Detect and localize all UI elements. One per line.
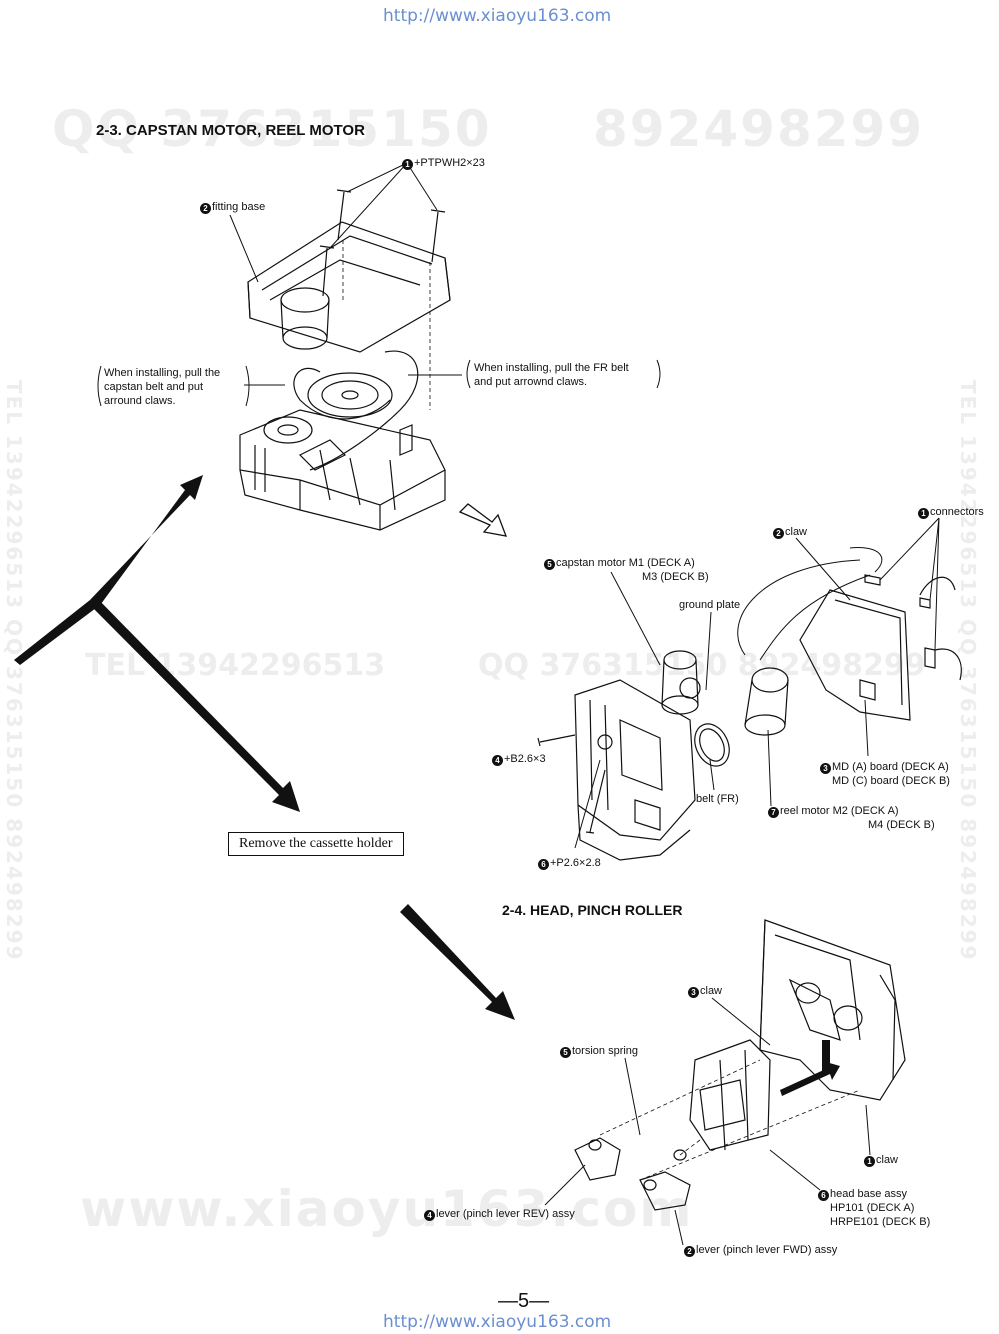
callout-number: 7 xyxy=(768,807,779,818)
watermark-tel-mid: TEL 13942296513 xyxy=(85,648,386,683)
callout-number: 3 xyxy=(688,987,699,998)
header-url[interactable]: http://www.xiaoyu163.com xyxy=(383,6,612,26)
remove-cassette-holder-box: Remove the cassette holder xyxy=(228,832,404,856)
callout-text: torsion spring xyxy=(572,1045,639,1057)
callout-number: 5 xyxy=(560,1047,571,1058)
callout-b26-screw: 4+B2.6×3 xyxy=(492,752,546,766)
note-line: capstan belt and put xyxy=(104,381,204,393)
note-line: arround claws. xyxy=(104,395,176,407)
thick-arrows xyxy=(14,475,840,1096)
mechanism-top-drawing xyxy=(97,162,661,531)
callout-text: +PTPWH2×23 xyxy=(414,157,485,169)
callout-p26-screw: 6+P2.6×2.8 xyxy=(538,856,601,870)
callout-text-3: HRPE101 (DECK B) xyxy=(830,1216,931,1228)
callout-text: lever (pinch lever FWD) assy xyxy=(696,1244,838,1256)
note-line: and put arrownd claws. xyxy=(474,376,588,388)
callout-text: claw xyxy=(876,1154,899,1166)
label-ground-plate: ground plate xyxy=(679,599,741,611)
callout-number: 1 xyxy=(864,1156,875,1167)
callout-text: claw xyxy=(700,985,723,997)
footer-url[interactable]: http://www.xiaoyu163.com xyxy=(383,1312,612,1332)
note-capstan-belt: When installing, pull the capstan belt a… xyxy=(104,366,220,408)
callout-number: 1 xyxy=(402,159,413,170)
callout-ptpwh-screw: 1+PTPWH2×23 xyxy=(402,156,485,170)
callout-text: head base assy xyxy=(830,1188,908,1200)
watermark-qq-left: QQ 376315150 xyxy=(52,100,492,158)
callout-number: 2 xyxy=(684,1246,695,1257)
callout-text: capstan motor M1 (DECK A) xyxy=(556,557,695,569)
callout-number: 5 xyxy=(544,559,555,570)
callout-number: 2 xyxy=(773,528,784,539)
callout-number: 6 xyxy=(818,1190,829,1201)
hollow-arrow xyxy=(458,503,508,537)
watermark-vertical-left: TEL 13942296513 QQ 376315150 892498299 xyxy=(2,380,26,962)
callout-text-2: MD (C) board (DECK B) xyxy=(832,775,950,787)
note-fr-belt: When installing, pull the FR belt and pu… xyxy=(474,361,629,389)
head-pinch-drawing xyxy=(544,919,906,1246)
callout-text-2: HP101 (DECK A) xyxy=(830,1202,915,1214)
note-line: When installing, pull the FR belt xyxy=(474,362,629,374)
callout-text-2: M3 (DECK B) xyxy=(642,571,709,583)
callout-text: reel motor M2 (DECK A) xyxy=(780,805,899,817)
label-belt-fr: belt (FR) xyxy=(696,793,739,805)
callout-text: MD (A) board (DECK A) xyxy=(832,761,949,773)
section-24-title: 2-4. HEAD, PINCH ROLLER xyxy=(502,902,683,918)
callout-text: fitting base xyxy=(212,201,266,213)
callout-number: 1 xyxy=(918,508,929,519)
watermark-vertical-right: TEL 13942296513 QQ 376315150 892498299 xyxy=(956,380,980,962)
callout-text: lever (pinch lever REV) assy xyxy=(436,1208,575,1220)
page-number: —5— xyxy=(498,1290,550,1312)
watermark-qq-mid: QQ 376315150 892498299 xyxy=(478,648,926,683)
callout-text: +B2.6×3 xyxy=(504,753,546,765)
callout-text: +P2.6×2.8 xyxy=(550,857,601,869)
watermark-site-bottom: www.xiaoyu163.com xyxy=(80,1180,694,1238)
section-23-title: 2-3. CAPSTAN MOTOR, REEL MOTOR xyxy=(96,122,365,139)
watermark-qq-right: 892498299 xyxy=(593,100,925,158)
motor-board-drawing xyxy=(537,517,962,861)
callout-number: 4 xyxy=(492,755,503,766)
callout-text: claw xyxy=(785,526,808,538)
note-line: When installing, pull the xyxy=(104,367,221,379)
callout-number: 6 xyxy=(538,859,549,870)
callout-text: connectors xyxy=(930,506,984,518)
callout-number: 3 xyxy=(820,763,831,774)
callout-number: 4 xyxy=(424,1210,435,1221)
callout-number: 2 xyxy=(200,203,211,214)
callout-text-2: M4 (DECK B) xyxy=(868,819,935,831)
